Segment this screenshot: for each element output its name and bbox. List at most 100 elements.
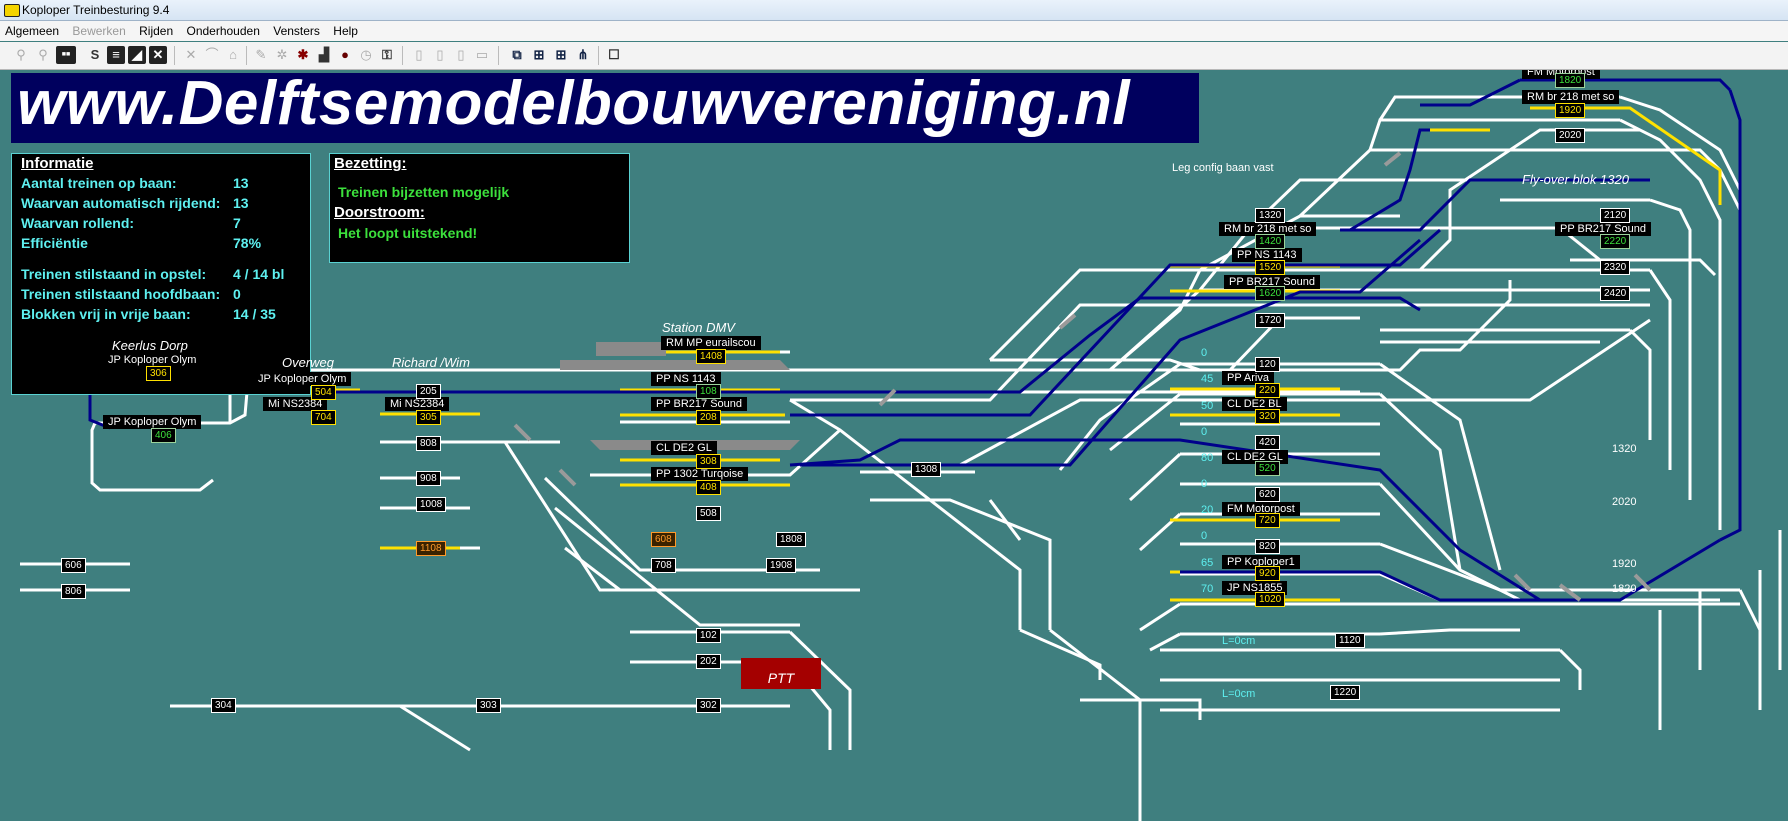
block-number[interactable]: 1420 — [1255, 234, 1286, 249]
train-label[interactable]: Mi NS2384 — [385, 397, 450, 411]
menu-onderhouden[interactable]: Onderhouden — [186, 24, 260, 38]
windows-icon[interactable]: ⧉ — [512, 47, 522, 62]
train-label[interactable]: RM MP eurailscou — [661, 336, 761, 350]
block-number[interactable]: 606 — [61, 558, 86, 573]
document-list-icon[interactable]: ▯ — [457, 47, 465, 62]
block-number[interactable]: 1220 — [1330, 685, 1361, 700]
disabled-lock-icon[interactable]: ⌂ — [229, 47, 237, 62]
disabled-gear-icon[interactable]: ✲ — [276, 47, 288, 62]
train-label[interactable]: FM Motorpost — [1222, 502, 1300, 516]
block-number[interactable]: 820 — [1255, 539, 1280, 554]
signal-icon[interactable]: ● — [341, 47, 349, 62]
block-number[interactable]: 1620 — [1255, 286, 1286, 301]
train-label[interactable]: CL DE2 BL — [1222, 397, 1287, 411]
pin-icon[interactable]: ⚲ — [38, 47, 48, 62]
block-number[interactable]: 508 — [696, 506, 721, 521]
block-number[interactable]: 908 — [416, 471, 441, 486]
disabled-tool-icon[interactable]: ✎ — [255, 47, 267, 62]
block-number[interactable]: 2420 — [1600, 286, 1631, 301]
block-number[interactable]: 406 — [151, 428, 176, 443]
block-number[interactable]: 808 — [416, 436, 441, 451]
block-number[interactable]: 1320 — [1255, 208, 1286, 223]
train-label[interactable]: JP Koploper Olym — [103, 415, 202, 429]
block-number[interactable]: 1520 — [1255, 260, 1286, 275]
train-label[interactable]: PP Ariva — [1222, 371, 1274, 385]
document-icon[interactable]: ▯ — [415, 47, 423, 62]
disabled-cross-icon[interactable]: ✕ — [185, 47, 197, 62]
block-number[interactable]: 305 — [416, 410, 441, 425]
document-info-icon[interactable]: ▯ — [436, 47, 444, 62]
block-number[interactable]: 220 — [1255, 383, 1280, 398]
menu-rijden[interactable]: Rijden — [139, 24, 174, 38]
branch-icon[interactable]: ⋔ — [577, 47, 589, 62]
block-number[interactable]: 1908 — [766, 558, 797, 573]
block-number[interactable]: 1008 — [416, 497, 447, 512]
train-label[interactable]: JP Koploper Olym — [253, 372, 352, 386]
block-number[interactable]: 205 — [416, 384, 441, 399]
menu-help[interactable]: Help — [333, 24, 358, 38]
print-icon[interactable]: ▭ — [475, 47, 489, 62]
clock-icon[interactable]: ◷ — [360, 47, 372, 62]
block-number[interactable]: 608 — [651, 532, 676, 547]
menu-vensters[interactable]: Vensters — [273, 24, 320, 38]
train-label[interactable]: PP BR217 Sound — [651, 397, 748, 411]
block-number[interactable]: 920 — [1255, 566, 1280, 581]
locomotive-icon[interactable]: ▟ — [319, 47, 329, 62]
block-number[interactable]: 806 — [61, 584, 86, 599]
key-icon[interactable]: ⚿ — [382, 47, 392, 62]
stop-icon[interactable]: ■■ — [56, 46, 76, 64]
train-label[interactable]: PP BR217 Sound — [1224, 275, 1321, 289]
cross-icon[interactable]: ✕ — [149, 46, 167, 64]
block-icon[interactable]: ≡ — [107, 46, 125, 64]
block-number[interactable]: 202 — [696, 654, 721, 669]
block-number[interactable]: 208 — [696, 410, 721, 425]
train-label[interactable]: Mi NS2384 — [263, 397, 328, 411]
train-label[interactable]: JP Koploper Olym — [103, 353, 202, 367]
train-label[interactable]: PP BR217 Sound — [1555, 222, 1652, 236]
train-label[interactable]: PP NS 1143 — [651, 372, 721, 386]
block-number[interactable]: 720 — [1255, 513, 1280, 528]
block-number[interactable]: 1808 — [776, 532, 807, 547]
block-number[interactable]: 108 — [696, 384, 721, 399]
block-number[interactable]: 520 — [1255, 461, 1280, 476]
block-number[interactable]: 1120 — [1335, 633, 1365, 648]
block-number[interactable]: 320 — [1255, 409, 1280, 424]
block-number[interactable]: 2020 — [1555, 128, 1586, 143]
block-number[interactable]: 1720 — [1255, 313, 1286, 328]
train-label[interactable]: PP NS 1143 — [1232, 248, 1302, 262]
label-legconfig[interactable]: Leg config baan vast — [1172, 162, 1274, 174]
block-number[interactable]: 2120 — [1600, 208, 1631, 223]
block-number[interactable]: 304 — [211, 698, 236, 713]
square-icon[interactable]: ☐ — [608, 47, 620, 62]
train-label[interactable]: PP Koploper1 — [1222, 555, 1300, 569]
train-label[interactable]: CL DE2 GL — [651, 441, 717, 455]
train-label[interactable]: RM br 218 met so — [1522, 90, 1620, 104]
block-number[interactable]: 306 — [146, 366, 171, 381]
block-number[interactable]: 1920 — [1555, 103, 1586, 118]
menu-bewerken[interactable]: Bewerken — [72, 24, 126, 38]
train-label[interactable]: JP NS1855 — [1222, 581, 1288, 595]
block-number[interactable]: 1020 — [1255, 592, 1286, 607]
block-number[interactable]: 302 — [696, 698, 721, 713]
text-s-button[interactable]: S — [90, 47, 100, 62]
locate-icon[interactable]: ⚲ — [16, 47, 26, 62]
block-number[interactable]: 1408 — [696, 349, 727, 364]
train-label[interactable]: CL DE2 GL — [1222, 450, 1288, 464]
train-label[interactable]: PP 1302 Turqoise — [651, 467, 749, 481]
block-number[interactable]: 1820 — [1555, 73, 1586, 88]
block-number[interactable]: 2320 — [1600, 260, 1631, 275]
block-number[interactable]: 408 — [696, 480, 721, 495]
disabled-rail-icon[interactable]: ⌒ — [205, 47, 219, 62]
block-number[interactable]: 708 — [651, 558, 676, 573]
block-number[interactable]: 308 — [696, 454, 721, 469]
train-label[interactable]: RM br 218 met so — [1219, 222, 1317, 236]
block-number[interactable]: 620 — [1255, 487, 1280, 502]
block-number[interactable]: 120 — [1255, 357, 1280, 372]
block-number[interactable]: 303 — [476, 698, 501, 713]
switch-icon[interactable]: ◢ — [128, 46, 146, 64]
tree2-icon[interactable]: ⊞ — [555, 47, 567, 62]
menu-algemeen[interactable]: Algemeen — [5, 24, 60, 38]
tree-icon[interactable]: ⊞ — [533, 47, 545, 62]
block-number[interactable]: 504 — [311, 385, 336, 400]
block-number[interactable]: 1108 — [416, 541, 446, 556]
